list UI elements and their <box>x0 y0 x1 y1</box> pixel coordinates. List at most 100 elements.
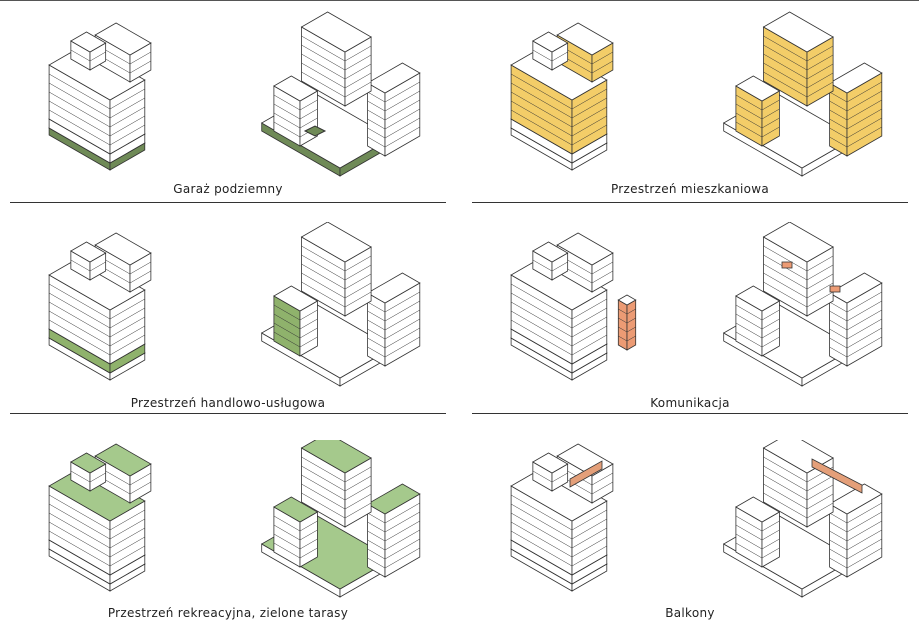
block-roof <box>366 483 421 515</box>
block-roof <box>70 31 107 53</box>
floor-line <box>48 503 111 540</box>
floor-line <box>763 456 808 483</box>
floor-line <box>384 327 420 349</box>
diagram-panel-green-roofs: Przestrzeń rekreacyjna, zielone tarasy <box>10 440 446 627</box>
building-right <box>260 11 421 177</box>
block-roof <box>273 75 319 102</box>
balcony-strip <box>569 460 603 488</box>
floor-line <box>846 336 882 358</box>
floor-line <box>735 112 763 129</box>
floor-line <box>89 472 106 483</box>
floor-line <box>70 49 91 62</box>
floor-line <box>763 62 808 89</box>
floor-line <box>344 255 372 272</box>
block-roof <box>300 440 372 474</box>
floor-line <box>735 94 763 111</box>
block-roof <box>273 496 319 523</box>
building-left <box>48 232 152 381</box>
floor-line <box>48 82 111 119</box>
floor-line <box>89 261 106 272</box>
floor-line <box>109 527 145 549</box>
floor-line <box>846 511 882 533</box>
block-face-left <box>829 82 848 157</box>
floor-line <box>761 108 780 120</box>
floor-line <box>273 112 301 129</box>
floor-line <box>806 255 834 272</box>
floor-line <box>829 557 848 569</box>
floor-line <box>48 100 111 137</box>
floor-line <box>48 109 111 146</box>
block-roof <box>828 272 883 304</box>
floor-line <box>761 309 780 321</box>
block-roof <box>94 443 152 477</box>
floor-line <box>301 62 346 89</box>
building-axonometric-pair <box>510 440 883 598</box>
floor-line <box>367 301 386 313</box>
floor-line <box>571 509 607 531</box>
floor-line <box>806 72 834 89</box>
floor-line <box>109 307 145 329</box>
floor-line <box>846 547 882 569</box>
floor-line <box>591 481 614 495</box>
floor-line <box>761 538 780 550</box>
floor-line <box>571 106 607 128</box>
floor-line <box>301 272 346 299</box>
block-roof <box>762 222 834 263</box>
floor-line <box>273 515 301 532</box>
floor-line <box>344 466 372 483</box>
floor-line <box>367 127 386 139</box>
block-roof <box>735 496 781 523</box>
block-face-left <box>367 82 386 157</box>
floor-line <box>846 520 882 542</box>
floor-line <box>48 494 111 531</box>
floor-line <box>829 346 848 358</box>
panel-caption: Komunikacja <box>650 396 730 410</box>
block-roof <box>617 294 637 306</box>
floor-line <box>384 108 420 130</box>
floor-line <box>551 261 568 272</box>
stair-core <box>781 261 793 269</box>
floor-line <box>344 282 372 299</box>
floor-line <box>532 470 553 483</box>
block-roof <box>532 241 569 263</box>
floor-line <box>591 261 614 275</box>
floor-line <box>48 310 111 347</box>
floor-line <box>510 100 573 137</box>
floor-line <box>384 538 420 560</box>
floor-line <box>299 318 318 330</box>
floor-line <box>618 335 628 342</box>
floor-line <box>273 94 301 111</box>
floor-line <box>761 327 780 339</box>
floor-line <box>806 54 834 71</box>
caption-rule <box>10 202 446 203</box>
floor-line <box>510 310 573 347</box>
diagram-panel-balconies: Balkony <box>472 440 908 627</box>
floor-line <box>626 317 636 324</box>
floor-line <box>384 90 420 112</box>
floor-line <box>829 109 848 121</box>
floor-line <box>761 520 780 532</box>
floor-line <box>829 91 848 103</box>
floor-line <box>367 328 386 340</box>
floor-line <box>806 475 834 492</box>
floor-line <box>735 103 763 120</box>
floor-line <box>301 492 346 519</box>
floor-line <box>763 245 808 272</box>
building-right <box>260 440 421 598</box>
floor-line <box>344 63 372 80</box>
floor-line <box>571 298 607 320</box>
floor-line <box>48 301 111 338</box>
balcony-strip <box>811 458 863 494</box>
floor-line <box>273 542 301 559</box>
floor-line <box>384 547 420 569</box>
floor-line <box>367 539 386 551</box>
caption-rule <box>472 413 908 414</box>
floor-line <box>806 273 834 290</box>
floor-line <box>273 313 301 330</box>
floor-line <box>367 100 386 112</box>
floor-line <box>109 115 145 137</box>
floor-line <box>367 91 386 103</box>
floor-line <box>735 304 763 321</box>
stair-core <box>829 285 841 293</box>
floor-line <box>510 319 573 356</box>
